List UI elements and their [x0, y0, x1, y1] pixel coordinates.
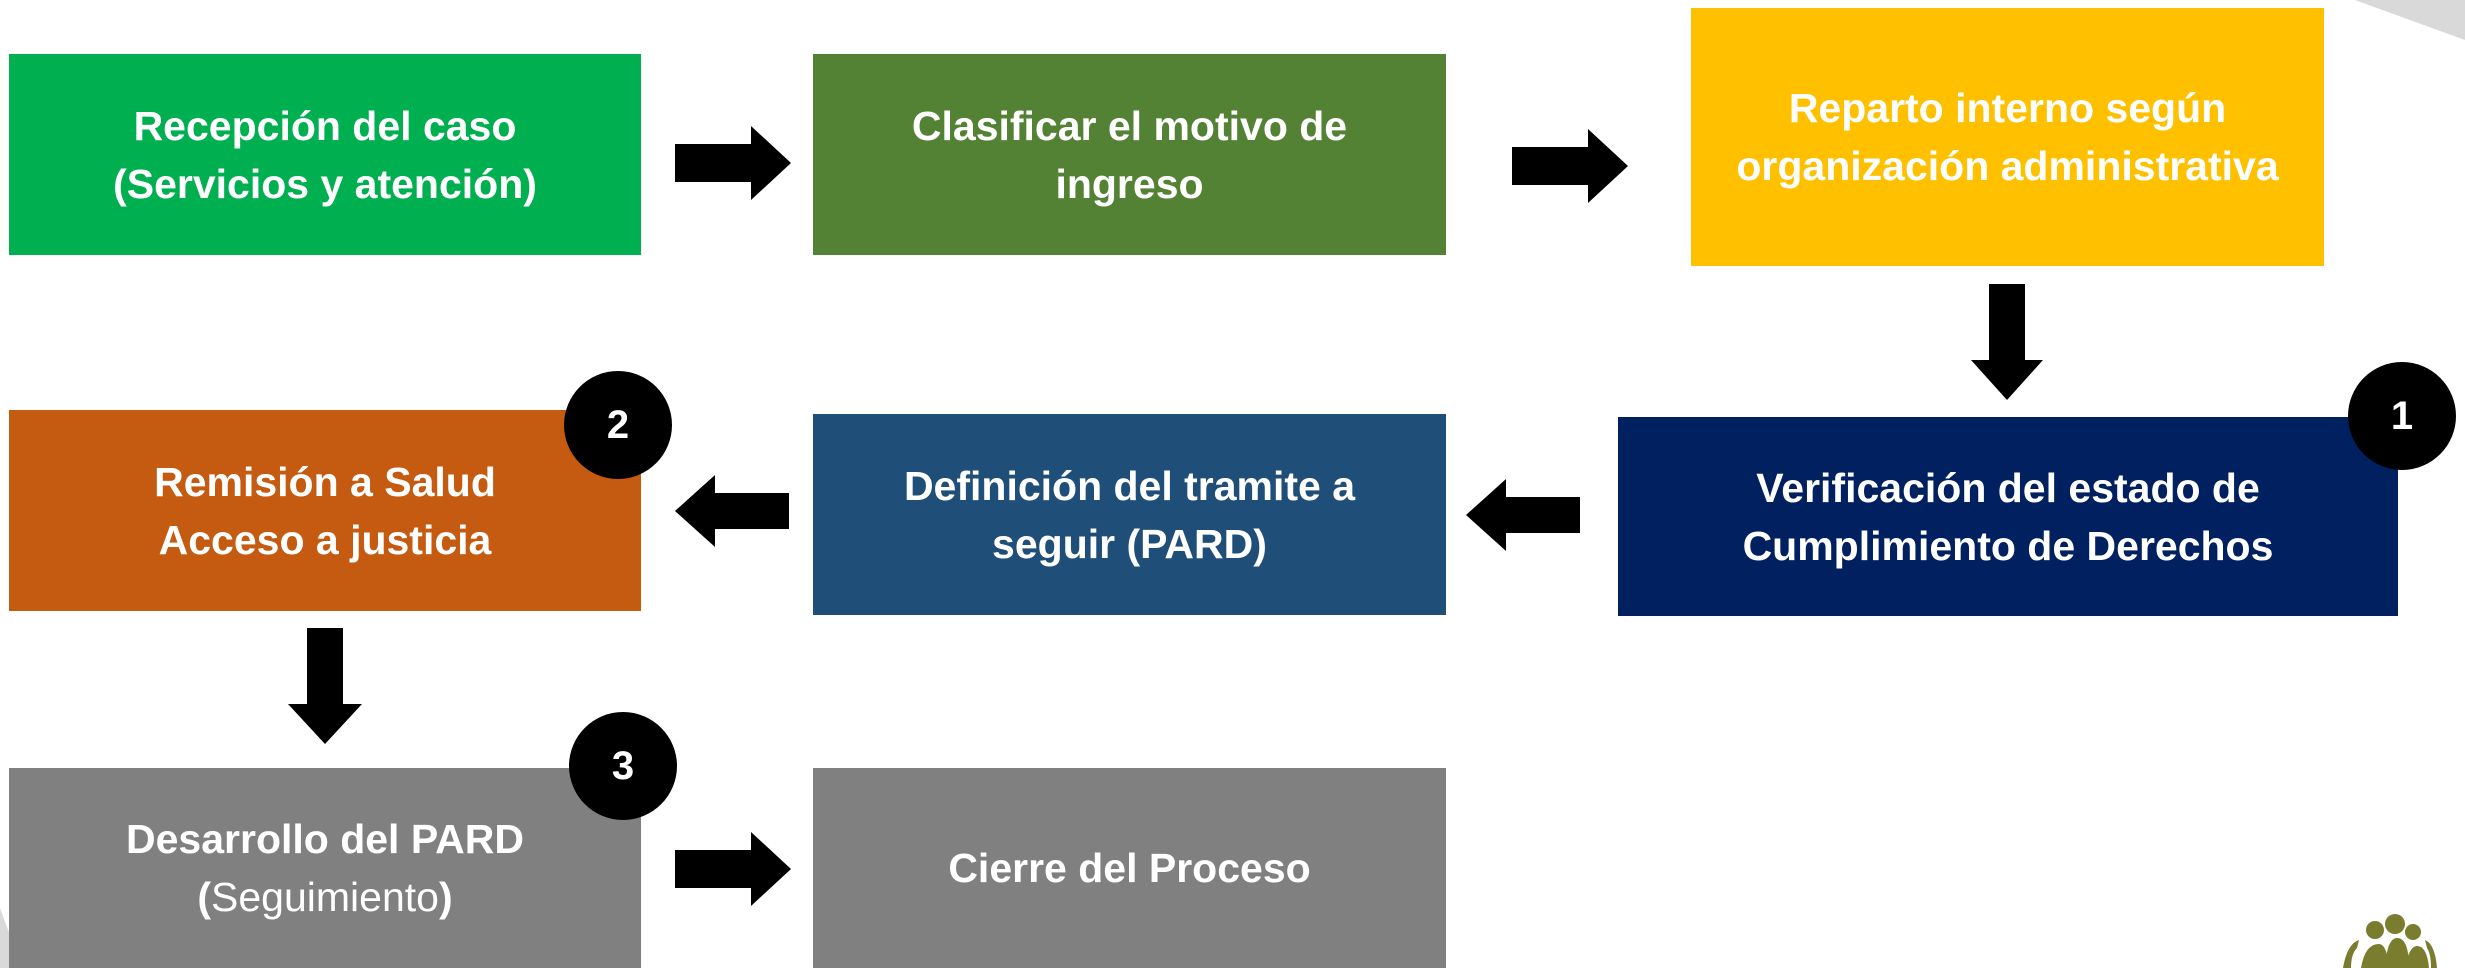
- step-number-badge-3: 3: [569, 712, 677, 820]
- arrow-right-icon: [675, 832, 791, 906]
- step-pard-development: Desarrollo del PARD (Seguimiento): [9, 768, 641, 968]
- arrow-down-icon: [1971, 284, 2043, 400]
- step-internal-distribution: Reparto interno según organización admin…: [1691, 8, 2324, 266]
- arrow-right-icon: [675, 126, 791, 200]
- arrow-left-icon: [675, 475, 789, 547]
- step-classify-line2: ingreso: [1055, 160, 1204, 207]
- step-verification-line2: Cumplimiento de Derechos: [1742, 522, 2274, 569]
- step-define-procedure-line1: Definición del tramite a: [903, 462, 1356, 509]
- step-referral-line2: Acceso a justicia: [158, 516, 492, 563]
- step-classify: Clasificar el motivo de ingreso: [813, 54, 1446, 255]
- step-verification: Verificación del estado de Cumplimiento …: [1618, 417, 2398, 616]
- step-process-closure: Cierre del Proceso: [813, 768, 1446, 968]
- step-reception-line2: (Servicios y atención): [113, 160, 537, 207]
- arrow-left-icon: [1466, 479, 1580, 551]
- step-pard-development-followup: Seguimiento: [211, 874, 439, 920]
- step-reception-line1: Recepción del caso: [133, 102, 517, 149]
- step-reception: Recepción del caso (Servicios y atención…: [9, 54, 641, 255]
- people-group-logo-icon: [2343, 914, 2437, 968]
- step-process-closure-line1: Cierre del Proceso: [948, 845, 1311, 891]
- step-classify-line1: Clasificar el motivo de: [911, 102, 1348, 149]
- step-internal-distribution-line1: Reparto interno según: [1788, 85, 2227, 131]
- step-referral: Remisión a Salud Acceso a justicia: [9, 410, 641, 611]
- arrow-right-icon: [1512, 129, 1628, 203]
- page-corner-decoration: [2355, 0, 2465, 40]
- step-verification-line1: Verificación del estado de: [1756, 464, 2260, 511]
- step-internal-distribution-line2: organización administrativa: [1736, 143, 2279, 189]
- step-pard-development-paren-close: ): [438, 874, 453, 920]
- step-referral-line1: Remisión a Salud: [154, 458, 496, 505]
- step-define-procedure-line2: seguir (PARD): [992, 520, 1267, 567]
- step-pard-development-line1: Desarrollo del PARD: [126, 816, 524, 862]
- step-number-badge-1: 1: [2348, 362, 2456, 470]
- step-define-procedure: Definición del tramite a seguir (PARD): [813, 414, 1446, 615]
- step-pard-development-paren-open: (: [197, 874, 212, 920]
- step-number-badge-2: 2: [564, 371, 672, 479]
- arrow-down-icon: [288, 628, 362, 744]
- step-pard-development-line2: (Seguimiento): [126, 868, 524, 926]
